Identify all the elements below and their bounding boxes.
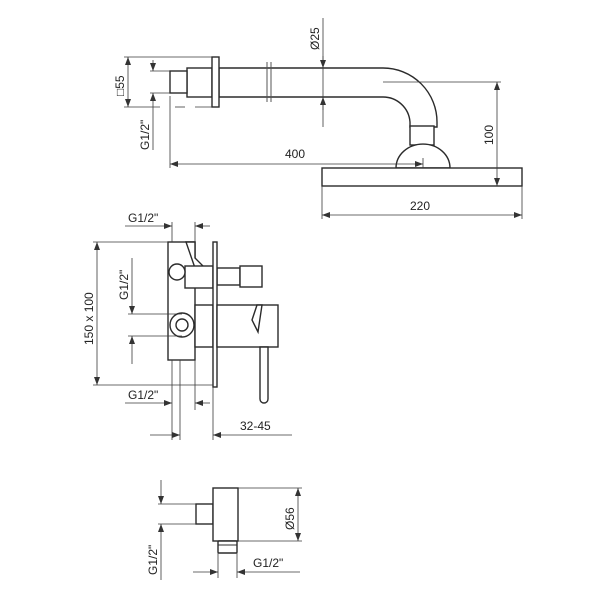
mixer-box: [167, 241, 196, 361]
dim-arm-thread: G1/2": [138, 120, 152, 150]
dim-drop: 100: [482, 125, 496, 145]
dim-mixer-thread-bottom: G1/2": [128, 388, 158, 402]
shower-arm-pipe: [218, 67, 438, 128]
shower-arm-view: Ø25 □55 G1/2" 400 100 220: [113, 18, 523, 219]
dim-box-size: 150 x 100: [82, 292, 96, 345]
wall-flange: [211, 56, 220, 108]
dim-outlet-diameter: Ø56: [283, 507, 297, 530]
arm-thread: [169, 70, 188, 94]
dim-flange-size: □55: [113, 75, 127, 96]
mixer-view: 150 x 100 G1/2" G1/2" G1/2" 32-45: [82, 211, 292, 440]
shower-head: [321, 167, 523, 187]
dim-mixer-thread-side: G1/2": [117, 270, 131, 300]
dim-head-width: 220: [410, 199, 430, 213]
dim-pipe-diameter: Ø25: [308, 27, 322, 50]
mixer-web: [185, 241, 207, 269]
mixer-handle-body: [216, 304, 279, 348]
diverter-cap: [239, 265, 263, 288]
outlet-nut: [217, 540, 238, 554]
diverter-body: [184, 265, 214, 289]
diverter-knob: [168, 263, 186, 281]
outlet-stub: [195, 503, 214, 525]
wall-outlet-view: Ø56 G1/2" G1/2": [146, 480, 302, 580]
cartridge-housing: [194, 304, 214, 348]
mixer-lever: [259, 346, 269, 404]
arm-fitting: [186, 67, 213, 98]
break-mark: [266, 62, 272, 102]
diverter-stem: [216, 267, 241, 286]
dim-outlet-thread-bottom: G1/2": [253, 556, 283, 570]
outlet-body: [212, 487, 239, 542]
arm-collar: [409, 125, 435, 146]
dim-depth-range: 32-45: [240, 419, 271, 433]
outlet-port-bore: [175, 318, 189, 332]
dim-outlet-thread-side: G1/2": [146, 545, 160, 575]
dim-mixer-thread-top: G1/2": [128, 211, 158, 225]
dim-projection: 400: [285, 147, 305, 161]
handle-notch: [251, 304, 263, 335]
